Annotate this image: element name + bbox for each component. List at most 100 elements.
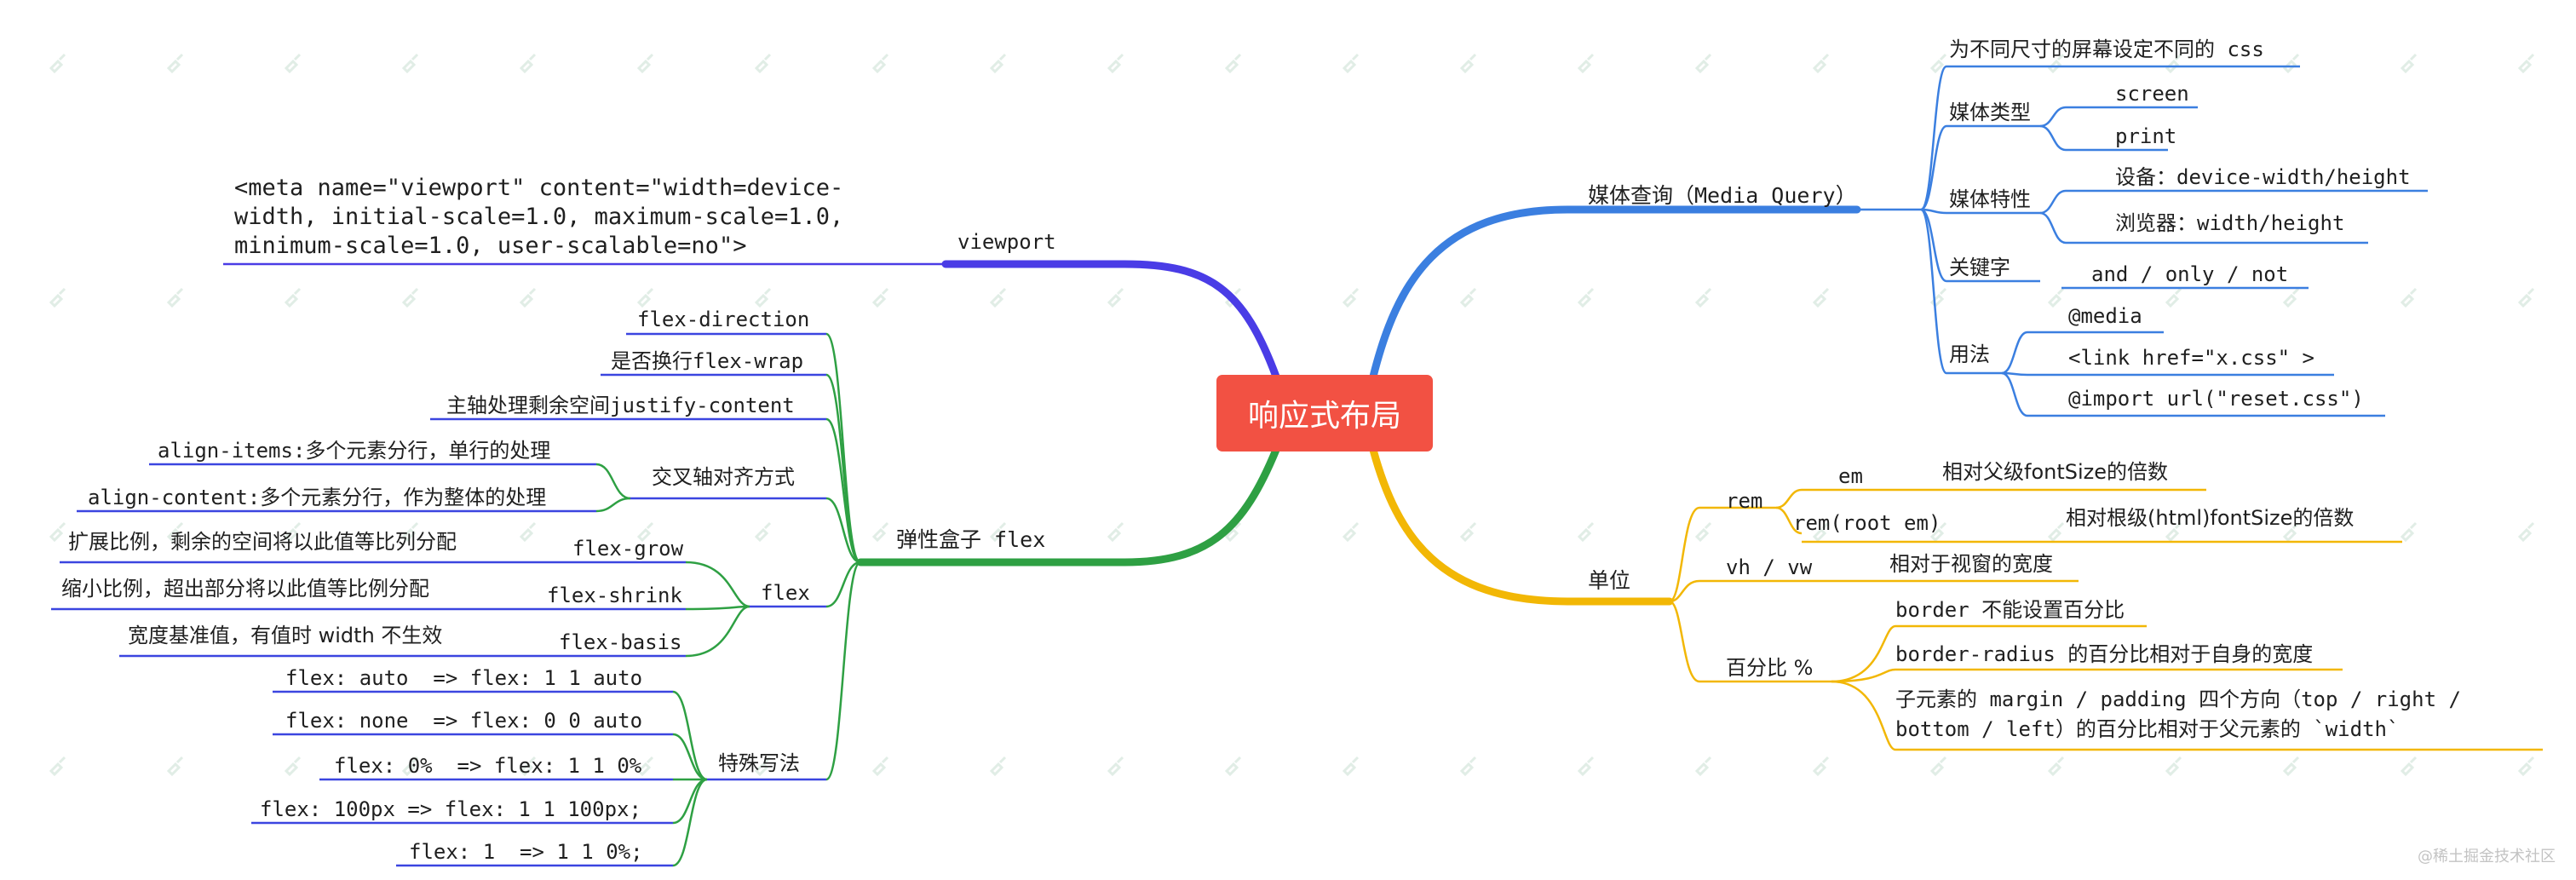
- media-branch-underlines: [1567, 65, 2428, 417]
- media-keywords-label: 关键字: [1949, 256, 2010, 279]
- watermark-mark: [1342, 521, 1360, 543]
- unit-vhvw-desc: 相对于视窗的宽度: [1889, 552, 2053, 576]
- unit-percent-item-2: border-radius 的百分比相对于自身的宽度: [1895, 642, 2313, 666]
- watermark-mark: [166, 287, 184, 308]
- media-main-label: 媒体查询（Media Query）: [1588, 183, 1857, 208]
- special-item-1: flex: auto => flex: 1 1 auto: [285, 666, 642, 690]
- watermark-mark: [2165, 756, 2182, 777]
- branch-viewport-connector: [941, 260, 1280, 381]
- watermark-mark: [989, 53, 1007, 74]
- watermark-mark: [754, 756, 772, 777]
- watermark-mark: [1929, 756, 1947, 777]
- flex-branch: [595, 332, 862, 867]
- unit-branch: [1669, 488, 1896, 751]
- watermark-mark: [1224, 521, 1242, 543]
- media-usage-import: @import url("reset.css"): [2068, 387, 2364, 411]
- watermark-mark: [871, 756, 889, 777]
- branch-media-connector: [1369, 205, 1861, 381]
- watermark-mark: [2517, 53, 2535, 74]
- unit-percent-item-1: border 不能设置百分比: [1895, 598, 2125, 622]
- special-item-3: flex: 0% => flex: 1 1 0%: [334, 754, 642, 778]
- watermark-mark: [1107, 756, 1124, 777]
- unit-rem-label: rem: [1726, 489, 1762, 513]
- special-item-4: flex: 100px => flex: 1 1 100px;: [260, 797, 641, 821]
- watermark-mark: [989, 521, 1007, 543]
- watermark-mark: [754, 287, 772, 308]
- watermark-mark: [284, 521, 302, 543]
- branch-unit-connector: [1369, 446, 1674, 606]
- watermark-mark: [1107, 53, 1124, 74]
- watermark-mark: [871, 287, 889, 308]
- watermark-mark: [284, 53, 302, 74]
- special-item-2: flex: none => flex: 0 0 auto: [285, 709, 642, 733]
- watermark-mark: [2047, 287, 2065, 308]
- watermark-mark: [166, 521, 184, 543]
- viewport-meta-line-2: width, initial-scale=1.0, maximum-scale=…: [234, 204, 843, 230]
- flex-branch-labels: 弹性盒子 flex flex-direction 是否换行flex-wrap 主…: [61, 308, 1045, 864]
- flex-grow-desc: 扩展比例，剩余的空间将以此值等比列分配: [68, 530, 457, 554]
- watermark-mark: [1342, 287, 1360, 308]
- media-feature-device: 设备：device-width/height: [2115, 165, 2411, 189]
- flex-shrink-label: flex-shrink: [547, 584, 682, 607]
- media-branch: [1919, 65, 2067, 417]
- watermark-mark: [2282, 756, 2300, 777]
- watermark-mark: [2282, 521, 2300, 543]
- align-content-label: align-content:多个元素分行，作为整体的处理: [88, 486, 546, 509]
- watermark-mark: [636, 287, 654, 308]
- unit-percent-child-line-2: bottom / left）的百分比相对于父元素的 `width`: [1895, 717, 2399, 741]
- watermark-mark: [1577, 756, 1595, 777]
- watermark-mark: [1929, 521, 1947, 543]
- flex-grow-label: flex-grow: [572, 537, 684, 561]
- watermark-mark: [401, 756, 419, 777]
- root-topic[interactable]: 响应式布局: [1216, 375, 1433, 452]
- align-items-label: align-items:多个元素分行，单行的处理: [158, 439, 550, 463]
- watermark-mark: [284, 287, 302, 308]
- cross-axis-label: 交叉轴对齐方式: [652, 465, 795, 489]
- watermark-mark: [2400, 287, 2418, 308]
- watermark-mark: [2047, 521, 2065, 543]
- watermark-mark: [1459, 287, 1477, 308]
- watermark-mark: [1224, 53, 1242, 74]
- watermark-mark: [1812, 53, 1830, 74]
- watermark-mark: [1694, 53, 1712, 74]
- watermark-mark: [284, 756, 302, 777]
- watermark-mark: [1694, 756, 1712, 777]
- media-usage-label: 用法: [1949, 342, 1990, 366]
- justify-content-label: 主轴处理剩余空间justify-content: [446, 394, 795, 417]
- flex-basis-desc: 宽度基准值，有值时 width 不生效: [128, 624, 442, 647]
- watermark-mark: [1342, 53, 1360, 74]
- media-type-screen: screen: [2115, 82, 2189, 106]
- watermark-mark: [1459, 756, 1477, 777]
- watermark-mark: [49, 521, 66, 543]
- flex-shrink-desc: 缩小比例，超出部分将以此值等比例分配: [61, 577, 429, 601]
- watermark-mark: [49, 756, 66, 777]
- unit-em-desc: 相对父级fontSize的倍数: [1942, 460, 2168, 484]
- watermark-mark: [2282, 53, 2300, 74]
- watermark-mark: [1694, 287, 1712, 308]
- watermark-mark: [2165, 53, 2182, 74]
- watermark-mark: [1929, 53, 1947, 74]
- flex-main-label: 弹性盒子 flex: [896, 527, 1045, 552]
- watermark-mark: [1694, 521, 1712, 543]
- media-branch-labels: 媒体查询（Media Query） 为不同尺寸的屏幕设定不同的 css 媒体类型…: [1588, 37, 2411, 411]
- root-topic-label: 响应式布局: [1247, 399, 1401, 434]
- unit-main-label: 单位: [1588, 568, 1630, 593]
- special-label: 特殊写法: [718, 751, 800, 775]
- unit-rootem-desc: 相对根级(html)fontSize的倍数: [2066, 506, 2354, 530]
- unit-branch-underlines: [1567, 488, 2543, 751]
- watermark-mark: [1107, 521, 1124, 543]
- unit-rootem-label: rem(root em): [1793, 511, 1941, 535]
- watermark-mark: [2517, 756, 2535, 777]
- watermark-mark: [519, 287, 537, 308]
- watermark-mark: [2047, 53, 2065, 74]
- viewport-meta-line-3: minimum-scale=1.0, user-scalable=no">: [234, 233, 746, 259]
- watermark-mark: [2047, 756, 2065, 777]
- watermark-mark: [1812, 521, 1830, 543]
- watermark-mark: [1224, 756, 1242, 777]
- unit-percent-child-line-1: 子元素的 margin / padding 四个方向（top / right /: [1895, 687, 2461, 711]
- watermark-mark: [519, 53, 537, 74]
- watermark-mark: [2282, 287, 2300, 308]
- watermark-mark: [754, 521, 772, 543]
